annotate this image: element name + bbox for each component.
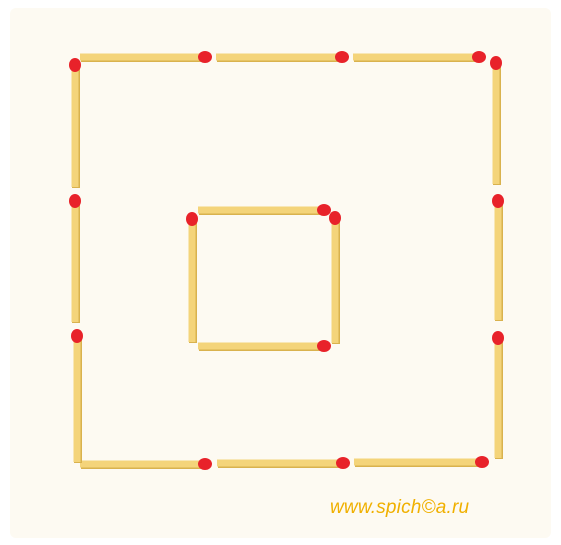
matchstick-head — [186, 212, 198, 226]
matchstick-head — [475, 456, 489, 468]
matchstick-head — [69, 194, 81, 208]
matchstick-head — [335, 51, 349, 63]
matchstick-head — [317, 204, 331, 216]
matchstick-head — [490, 56, 502, 70]
site-watermark: www.spich©a.ru — [330, 497, 469, 519]
matchstick-head — [317, 340, 331, 352]
matchstick-head — [492, 194, 504, 208]
matchstick-head — [472, 51, 486, 63]
matchstick-head — [336, 457, 350, 469]
matchstick-head — [198, 458, 212, 470]
matchstick-head — [329, 211, 341, 225]
matchstick-head — [492, 331, 504, 345]
matchstick-head — [71, 329, 83, 343]
matchstick-head — [198, 51, 212, 63]
matchstick-head — [69, 58, 81, 72]
